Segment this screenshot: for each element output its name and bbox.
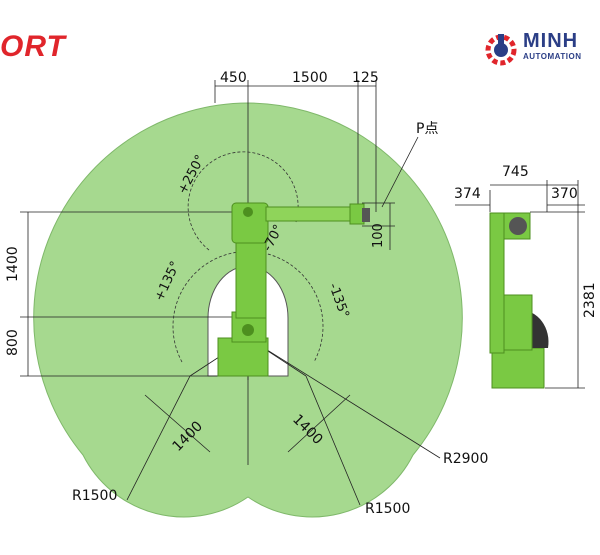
robot-main-view xyxy=(217,202,370,377)
dim-800-left-label: 800 xyxy=(5,329,21,356)
dim-125-label: 125 xyxy=(352,70,379,86)
radius-r1500-right-label: R1500 xyxy=(365,501,410,517)
logo-tagline: AUTOMATION xyxy=(523,52,582,61)
p-point-label: P点 xyxy=(416,121,438,137)
side-dim-374-label: 374 xyxy=(454,186,481,202)
side-dimension-lines xyxy=(455,180,585,389)
minh-automation-logo: MINH AUTOMATION xyxy=(483,30,600,70)
dim-1500-label: 1500 xyxy=(292,70,328,86)
angle-arcs xyxy=(172,151,324,363)
dim-450-label: 450 xyxy=(220,70,247,86)
logo-name: MINH xyxy=(523,30,579,52)
side-dim-370-label: 370 xyxy=(551,186,578,202)
robot-side-view xyxy=(489,212,549,389)
side-dim-745-label: 745 xyxy=(502,164,529,180)
brand-wordmark: ORT xyxy=(0,30,66,63)
radius-r2900-label: R2900 xyxy=(443,451,488,467)
dim-1400-left-label: 1400 xyxy=(5,246,21,282)
dim-100-wrist-label: 100 xyxy=(371,223,386,248)
radius-r1500-left-label: R1500 xyxy=(72,488,117,504)
gear-robot-icon xyxy=(485,34,517,66)
side-dim-2381-label: 2381 xyxy=(582,282,598,318)
